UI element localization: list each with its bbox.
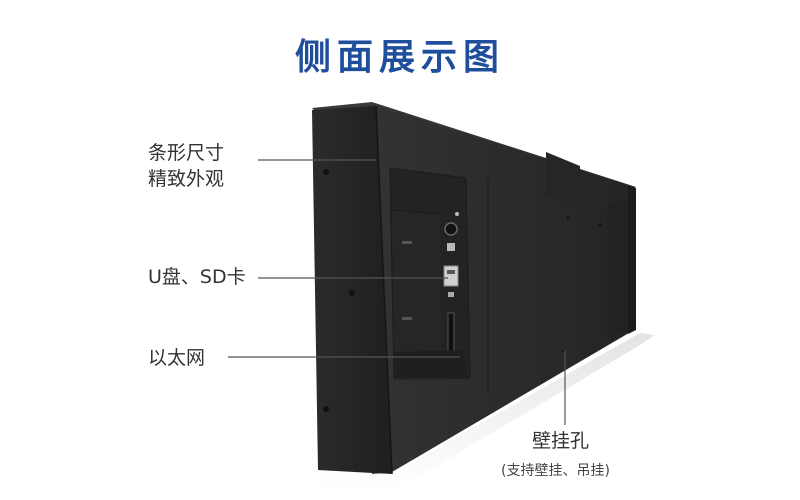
wall-mount-hole xyxy=(566,216,570,220)
callout-size: 条形尺寸 精致外观 xyxy=(148,140,258,192)
bay-mark xyxy=(402,241,412,244)
bay-mark xyxy=(402,317,412,320)
screw-hole xyxy=(323,406,329,412)
screw-hole xyxy=(349,290,355,296)
callout-ethernet: 以太网 xyxy=(148,347,206,369)
screw-hole xyxy=(323,169,329,175)
callout-size-line1: 条形尺寸 xyxy=(148,142,225,164)
wall-mount-hole xyxy=(598,223,602,227)
power-jack xyxy=(444,222,458,236)
callout-usb-sd: U盘、SD卡 xyxy=(148,266,246,288)
callout-wall-hole-note: (支持壁挂、吊挂) xyxy=(501,463,610,479)
device-right-end xyxy=(628,186,636,334)
back-recess xyxy=(607,200,628,340)
callout-size-line2: 精致外观 xyxy=(148,168,225,190)
micro-port xyxy=(447,243,455,251)
callout-wall-hole: 壁挂孔 xyxy=(532,430,590,452)
mini-port xyxy=(448,292,454,297)
sd-card-slot xyxy=(447,312,455,352)
back-plate xyxy=(546,152,580,210)
bay-step xyxy=(394,350,468,378)
usb-port xyxy=(443,265,459,287)
ground-shadow xyxy=(318,333,655,488)
led-indicator xyxy=(455,212,459,216)
page-title: 侧面展示图 xyxy=(294,37,505,78)
